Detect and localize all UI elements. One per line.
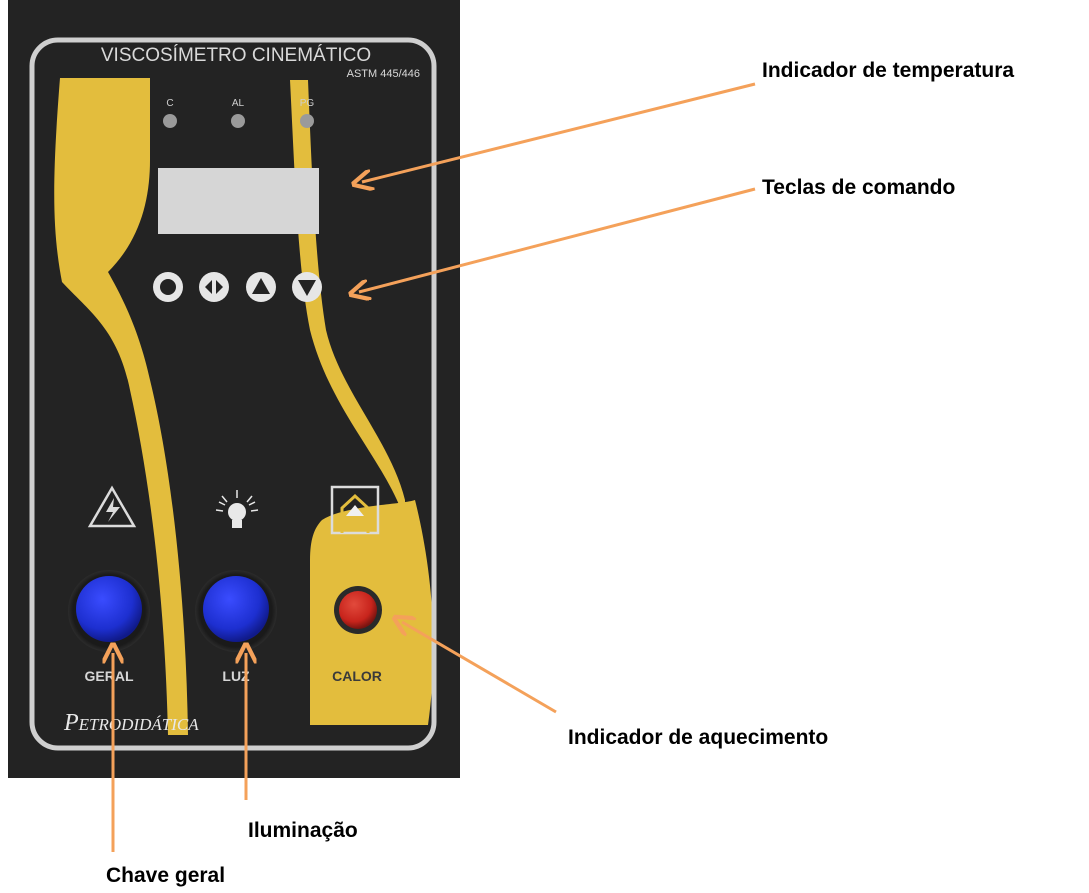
panel-title: VISCOSÍMETRO CINEMÁTICO <box>101 45 371 66</box>
led-label-pg: PG <box>300 98 315 109</box>
heat-label: CALOR <box>332 668 382 684</box>
label-temperature-indicator: Indicador de temperatura <box>762 59 1014 82</box>
command-keys <box>153 272 322 302</box>
up-key-icon[interactable] <box>246 272 276 302</box>
high-voltage-icon <box>87 485 137 528</box>
brand-rest: ETRODIDÁTICA <box>78 715 200 734</box>
label-lighting: Iluminação <box>248 819 358 842</box>
callout-arrows <box>113 82 756 852</box>
arrow-heating-indicator <box>402 622 557 714</box>
control-panel: VISCOSÍMETRO CINEMÁTICO ASTM 445/446 C A… <box>8 0 460 778</box>
led-al <box>231 114 245 128</box>
label-main-switch: Chave geral <box>106 864 225 887</box>
circle-key-icon[interactable] <box>153 272 183 302</box>
light-button-label: LUZ <box>222 668 250 684</box>
led-label-c: C <box>166 98 173 109</box>
led-pg <box>300 114 314 128</box>
light-bulb-icon <box>215 490 259 528</box>
label-command-keys: Teclas de comando <box>762 176 955 199</box>
temperature-display <box>158 168 319 234</box>
light-button[interactable] <box>195 570 277 652</box>
arrow-temperature-indicator <box>362 82 756 182</box>
led-label-al: AL <box>232 98 245 109</box>
main-switch-button[interactable] <box>68 570 150 652</box>
brand-logo: PETRODIDÁTICA <box>63 710 199 736</box>
label-heating-indicator: Indicador de aquecimento <box>568 726 828 749</box>
down-key-icon[interactable] <box>292 272 322 302</box>
brand-initial: P <box>63 710 79 736</box>
panel-subtitle: ASTM 445/446 <box>347 68 420 80</box>
panel-border <box>29 37 437 751</box>
led-c <box>163 114 177 128</box>
heat-icon <box>330 485 380 535</box>
main-switch-label: GERAL <box>85 668 134 684</box>
arrow-command-keys <box>359 187 756 292</box>
left-right-key-icon[interactable] <box>199 272 229 302</box>
yellow-band-left <box>54 78 188 735</box>
heating-indicator-led <box>334 586 382 634</box>
